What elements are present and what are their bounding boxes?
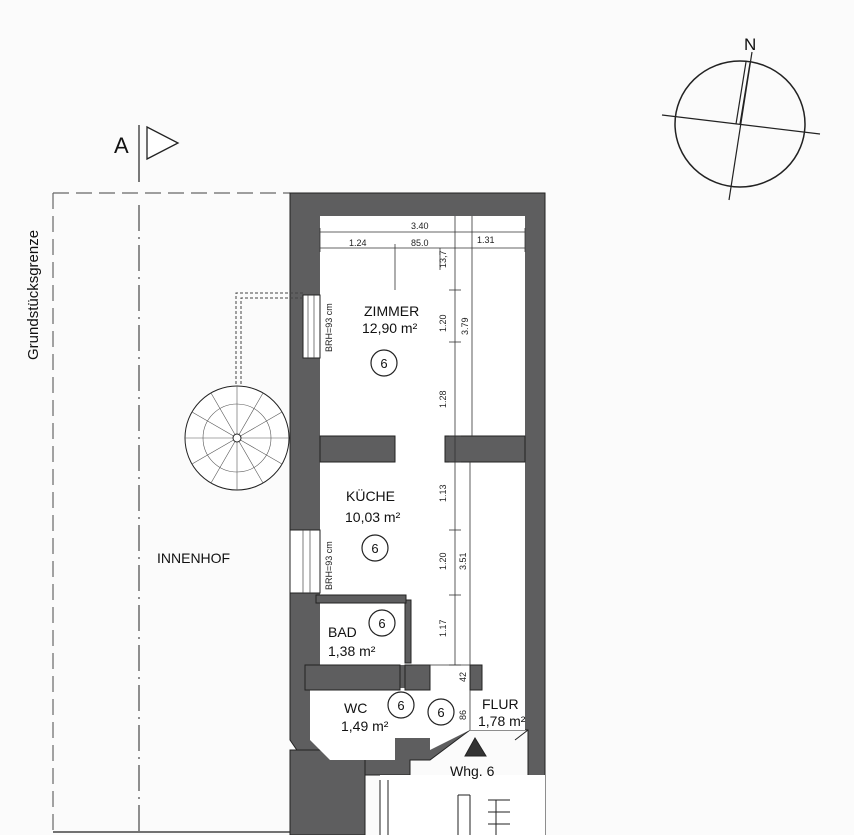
window-zimmer-label: BRH=93 cm <box>324 303 334 352</box>
dim-zimmer-total: 3.79 <box>460 317 470 335</box>
courtyard-label: INNENHOF <box>157 550 230 566</box>
property-line-label: Grundstücksgrenze <box>25 230 42 360</box>
dim-top-small: 13,7 <box>438 250 448 268</box>
room-kueche: KÜCHE 10,03 m² 6 <box>345 487 401 562</box>
unit-marker <box>427 698 455 726</box>
room-wc: WC 1,49 m² 6 <box>341 691 415 734</box>
dim-top-total: 3.40 <box>411 221 429 231</box>
room-name: FLUR <box>482 696 519 712</box>
spiral-staircase <box>184 292 303 491</box>
window-kueche-label: BRH=93 cm <box>324 541 334 590</box>
unit-number: 6 <box>380 356 387 371</box>
room-name: KÜCHE <box>346 487 395 504</box>
unit-marker <box>361 534 389 562</box>
property-boundary <box>52 192 300 835</box>
entrance-label: Whg. 6 <box>450 763 495 779</box>
room-name: BAD <box>328 624 357 640</box>
room-area: 12,90 m² <box>362 320 418 336</box>
dim-zimmer-v2: 1.28 <box>438 390 448 408</box>
room-flur: FLUR 1,78 m² 6 <box>427 696 526 729</box>
dim-top-right: 1.31 <box>477 235 495 245</box>
dim-top-left: 1.24 <box>349 238 367 248</box>
entrance-marker: Whg. 6 <box>450 737 495 779</box>
unit-marker <box>368 609 396 637</box>
room-area: 1,38 m² <box>328 643 376 659</box>
room-area: 10,03 m² <box>345 509 401 525</box>
room-zimmer: ZIMMER 12,90 m² 6 <box>362 303 419 377</box>
room-name: ZIMMER <box>364 303 419 319</box>
section-line: A <box>114 125 180 835</box>
entrance-arrow-icon <box>464 737 487 757</box>
window-zimmer: BRH=93 cm <box>302 294 334 359</box>
unit-number: 6 <box>378 616 385 631</box>
section-arrow-icon <box>146 125 180 161</box>
north-label: N <box>744 35 756 54</box>
dim-flur-v2: 86 <box>458 710 468 720</box>
room-area: 1,78 m² <box>478 713 526 729</box>
stairwell <box>379 729 529 835</box>
room-name: WC <box>344 700 367 716</box>
unit-number: 6 <box>397 698 404 713</box>
dim-kueche-v3: 1.17 <box>438 619 448 637</box>
unit-number: 6 <box>371 541 378 556</box>
dim-top-mid: 85.0 <box>411 238 429 248</box>
dim-flur-v1: 42 <box>458 672 468 682</box>
unit-marker <box>370 349 398 377</box>
window-kueche: BRH=93 cm <box>289 529 334 594</box>
dim-kueche-v2: 1.20 <box>438 552 448 570</box>
dim-zimmer-v1: 1.20 <box>438 314 448 332</box>
dimension-lines <box>319 216 526 730</box>
dim-kueche-total: 3.51 <box>458 552 468 570</box>
dim-kueche-v1: 1.13 <box>438 484 448 502</box>
unit-number: 6 <box>437 705 444 720</box>
room-interiors <box>310 216 545 835</box>
north-arrow-icon: N <box>661 35 821 201</box>
interior-walls <box>304 435 526 691</box>
room-area: 1,49 m² <box>341 718 389 734</box>
section-letter: A <box>114 133 129 158</box>
unit-marker <box>387 691 415 719</box>
room-bad: BAD 1,38 m² 6 <box>328 609 396 659</box>
